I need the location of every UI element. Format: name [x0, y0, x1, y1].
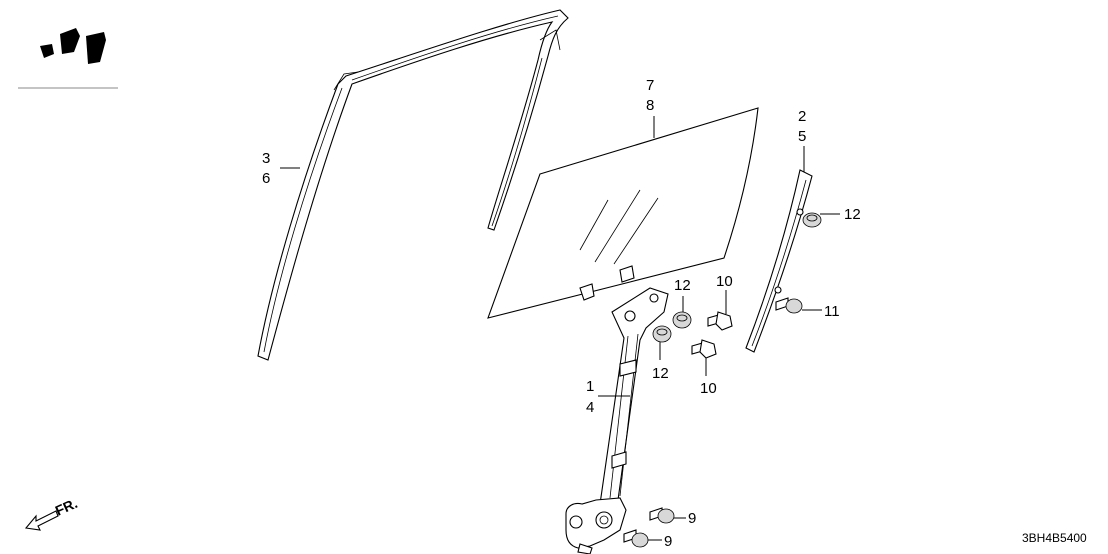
rear-channel — [745, 169, 813, 353]
callout-7: 7 — [646, 77, 654, 94]
callout-1: 1 — [586, 378, 594, 395]
nut-12-upper — [802, 212, 822, 228]
leader-lines — [280, 116, 840, 541]
bolt-10-lower — [691, 339, 717, 359]
diagram-code: 3BH4B5400 — [1022, 531, 1087, 545]
bolt-9-upper — [649, 507, 675, 524]
callout-3: 3 — [262, 150, 270, 167]
callout-12-upper: 12 — [844, 206, 861, 223]
front-direction-label: FR. — [53, 495, 80, 519]
callout-9-upper: 9 — [688, 510, 696, 527]
bolt-10-upper — [707, 311, 733, 331]
bolt-9-lower — [623, 529, 649, 548]
callout-6: 6 — [262, 170, 270, 187]
door-glass — [487, 107, 759, 319]
callout-4: 4 — [586, 399, 594, 416]
callout-12-lower: 12 — [652, 365, 669, 382]
callout-2: 2 — [798, 108, 806, 125]
callout-10-upper: 10 — [716, 273, 733, 290]
front-direction-arrow-icon — [24, 510, 59, 531]
callout-9-lower: 9 — [664, 533, 672, 550]
callout-12-middle: 12 — [674, 277, 691, 294]
callout-8: 8 — [646, 97, 654, 114]
nut-12-lower — [652, 325, 672, 343]
window-regulator — [565, 287, 669, 554]
nut-12-middle — [672, 311, 692, 329]
door-sash-channel — [257, 9, 569, 361]
callout-5: 5 — [798, 128, 806, 145]
callout-10-lower: 10 — [700, 380, 717, 397]
door-location-thumbnail — [18, 28, 118, 89]
callout-11: 11 — [824, 303, 840, 320]
bolt-11 — [775, 297, 803, 314]
